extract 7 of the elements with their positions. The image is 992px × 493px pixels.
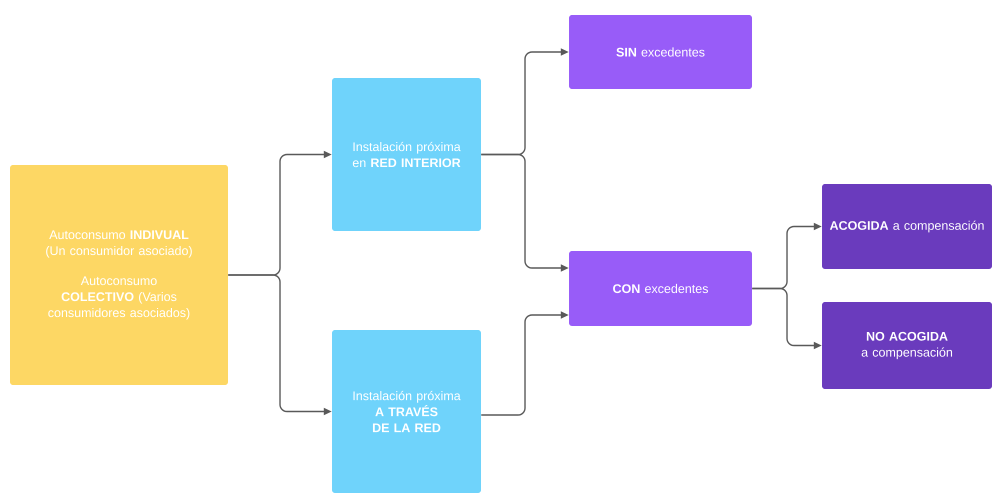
category-box: Autoconsumo INDIVUAL (Un consumidor asociado) Autoconsumo COLECTIVO (Varios consumidores asociados) [10, 165, 228, 385]
compensation-box: NO ACOGIDA a compensación [822, 302, 992, 389]
installation-box: Instalación próxima A TRAVÉS DE LA RED [332, 330, 481, 493]
compensation-box: ACOGIDA a compensación [822, 184, 992, 269]
option-box: CON excedentes [569, 251, 752, 326]
installation-box: Instalación próxima en RED INTERIOR [332, 78, 481, 231]
option-box: SIN excedentes [569, 15, 752, 89]
